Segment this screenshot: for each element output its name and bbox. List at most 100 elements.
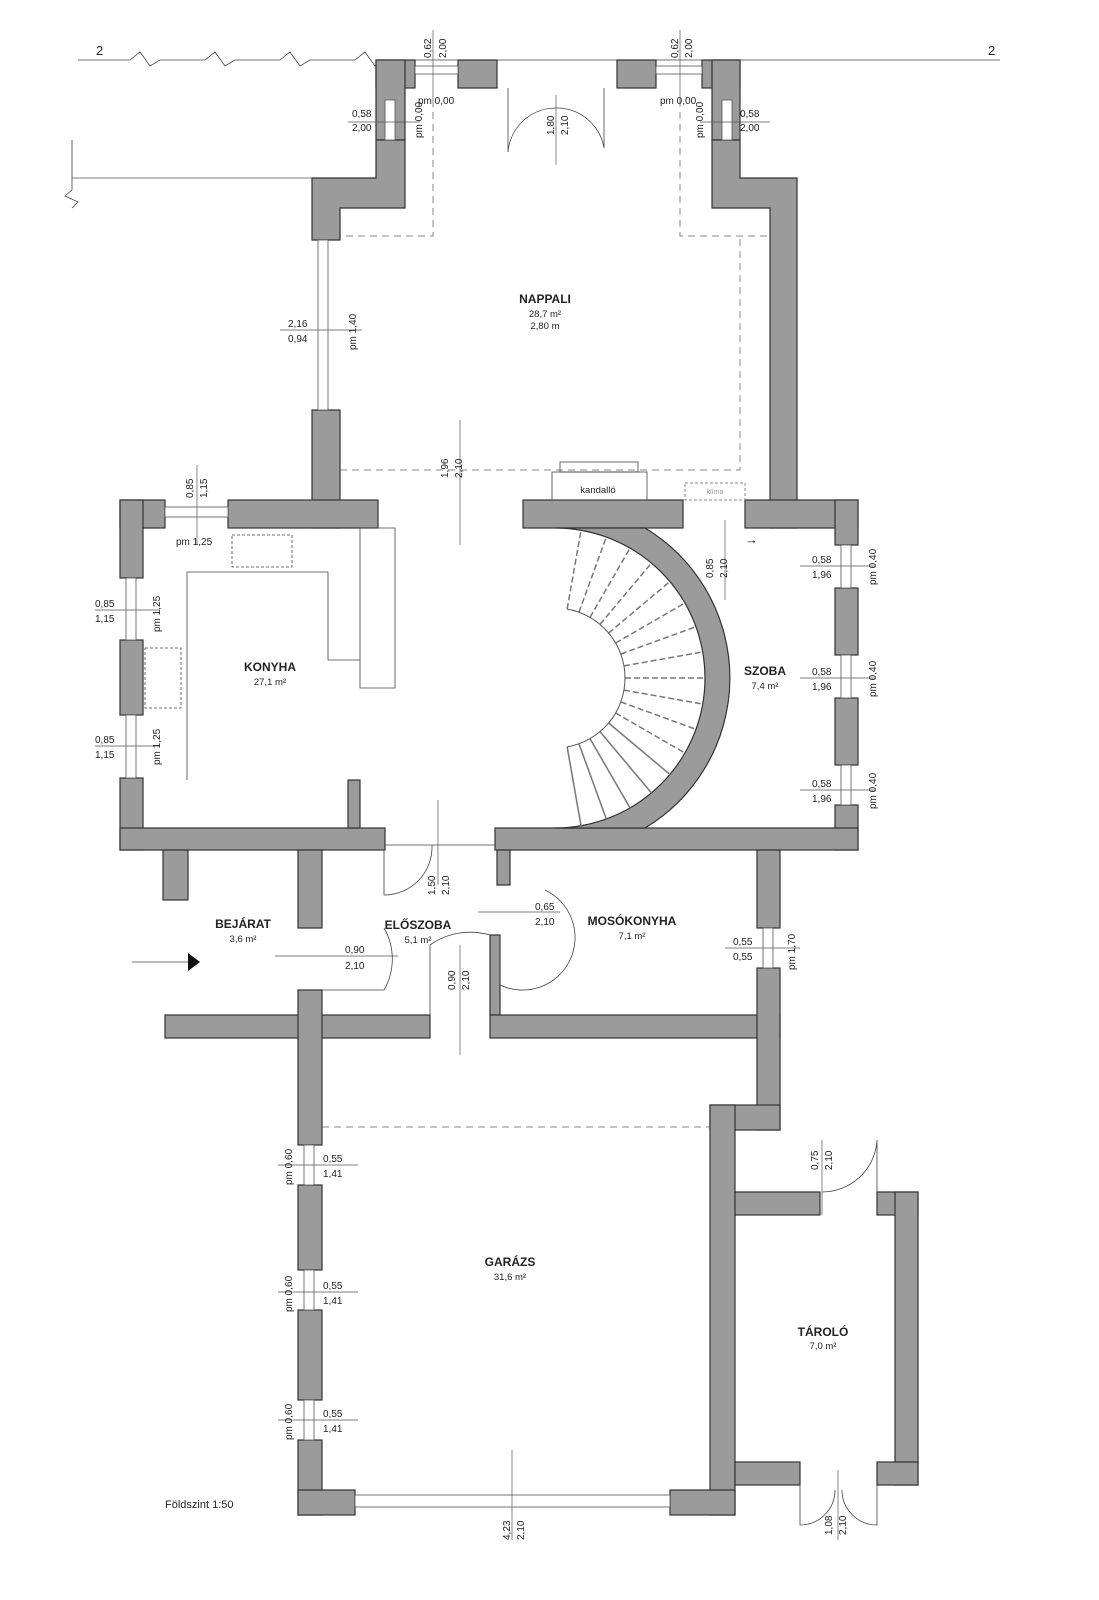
svg-text:pm 0,00: pm 0,00 bbox=[418, 96, 455, 107]
svg-text:2,16: 2,16 bbox=[288, 319, 308, 330]
svg-text:2,00: 2,00 bbox=[352, 123, 372, 134]
svg-text:pm 0,60: pm 0,60 bbox=[284, 1275, 295, 1312]
svg-text:0,75: 0,75 bbox=[810, 1150, 821, 1170]
stair-tread bbox=[608, 722, 671, 775]
dimension-lines bbox=[95, 30, 875, 1540]
svg-text:0,85: 0,85 bbox=[185, 478, 196, 498]
svg-text:2,00: 2,00 bbox=[438, 38, 449, 58]
stair-tread bbox=[608, 581, 671, 634]
svg-text:2,10: 2,10 bbox=[535, 917, 555, 928]
svg-text:NAPPALI: NAPPALI bbox=[519, 292, 571, 306]
stair-tread bbox=[623, 651, 703, 667]
svg-text:TÁROLÓ: TÁROLÓ bbox=[798, 1324, 849, 1339]
svg-text:0,62: 0,62 bbox=[670, 38, 681, 58]
svg-text:SZOBA: SZOBA bbox=[744, 664, 786, 678]
stair-tread bbox=[615, 712, 686, 754]
ac-label: klíma bbox=[707, 489, 724, 496]
svg-text:2,00: 2,00 bbox=[684, 38, 695, 58]
entrance-arrow-icon bbox=[132, 953, 200, 971]
svg-text:1,50: 1,50 bbox=[427, 875, 438, 895]
drawing-title: Földszint 1:50 bbox=[165, 1499, 233, 1511]
svg-text:31,6 m²: 31,6 m² bbox=[494, 1272, 526, 1283]
svg-text:27,1 m²: 27,1 m² bbox=[254, 677, 286, 688]
svg-text:0,55: 0,55 bbox=[733, 952, 753, 963]
svg-text:ELŐSZOBA: ELŐSZOBA bbox=[385, 917, 452, 932]
stair-tread bbox=[623, 689, 703, 705]
stair-tread bbox=[566, 530, 582, 610]
svg-text:0,65: 0,65 bbox=[535, 902, 555, 913]
room-konyha: KONYHA 27,1 m² bbox=[244, 660, 296, 688]
svg-text:pm 1,40: pm 1,40 bbox=[348, 313, 359, 350]
svg-text:pm 1,25: pm 1,25 bbox=[152, 728, 163, 765]
room-eloszoba: ELŐSZOBA 5,1 m² bbox=[385, 917, 452, 946]
svg-text:1,96: 1,96 bbox=[812, 794, 832, 805]
svg-text:2,10: 2,10 bbox=[719, 558, 730, 578]
stair-tread bbox=[589, 547, 631, 618]
stair-inner-edge bbox=[566, 608, 626, 748]
room-garazs: GARÁZS 31,6 m² bbox=[485, 1254, 536, 1283]
svg-text:pm 1,70: pm 1,70 bbox=[787, 933, 798, 970]
svg-text:pm 0,40: pm 0,40 bbox=[868, 772, 879, 809]
svg-text:MOSÓKONYHA: MOSÓKONYHA bbox=[588, 913, 677, 928]
svg-text:7,0 m²: 7,0 m² bbox=[810, 1341, 837, 1352]
svg-text:2,10: 2,10 bbox=[560, 115, 571, 135]
svg-text:0,62: 0,62 bbox=[423, 38, 434, 58]
svg-text:1,41: 1,41 bbox=[323, 1296, 343, 1307]
windows bbox=[125, 65, 852, 1508]
stair-tread bbox=[599, 562, 652, 625]
svg-text:1,41: 1,41 bbox=[323, 1169, 343, 1180]
svg-text:0,58: 0,58 bbox=[812, 667, 832, 678]
stair-tread bbox=[620, 625, 697, 655]
svg-text:2,10: 2,10 bbox=[345, 961, 365, 972]
svg-text:0,55: 0,55 bbox=[323, 1281, 343, 1292]
svg-text:pm 0,40: pm 0,40 bbox=[868, 548, 879, 585]
svg-text:0,90: 0,90 bbox=[345, 945, 365, 956]
svg-text:1,15: 1,15 bbox=[95, 750, 115, 761]
svg-text:0,58: 0,58 bbox=[812, 779, 832, 790]
svg-text:0,55: 0,55 bbox=[323, 1409, 343, 1420]
svg-text:5,1 m²: 5,1 m² bbox=[405, 935, 432, 946]
kitchen-counter bbox=[144, 527, 396, 780]
svg-text:0,58: 0,58 bbox=[740, 109, 760, 120]
svg-text:1,15: 1,15 bbox=[95, 614, 115, 625]
doors bbox=[322, 88, 878, 1526]
stair-tread bbox=[620, 701, 697, 731]
room-bejarat: BEJÁRAT 3,6 m² bbox=[215, 916, 271, 945]
room-mosokonyha: MOSÓKONYHA 7,1 m² bbox=[588, 913, 677, 942]
svg-text:GARÁZS: GARÁZS bbox=[485, 1254, 536, 1269]
svg-text:pm 0,00: pm 0,00 bbox=[414, 101, 425, 138]
section-marker-right: 2 bbox=[988, 43, 995, 58]
svg-text:pm 1,25: pm 1,25 bbox=[152, 595, 163, 632]
stair-tread bbox=[589, 738, 631, 809]
section-line bbox=[64, 51, 1000, 209]
svg-text:pm 0,00: pm 0,00 bbox=[695, 101, 706, 138]
svg-text:0,85: 0,85 bbox=[95, 735, 115, 746]
dimension-labels: 0,62 2,00 0,62 2,00 pm 0,00 pm 0,00 pm 0… bbox=[95, 38, 879, 1540]
room-tarolo: TÁROLÓ 7,0 m² bbox=[798, 1324, 849, 1352]
svg-text:pm 0,60: pm 0,60 bbox=[284, 1403, 295, 1440]
svg-text:2,80 m: 2,80 m bbox=[530, 321, 559, 332]
svg-text:4,23: 4,23 bbox=[502, 1520, 513, 1540]
svg-text:7,4 m²: 7,4 m² bbox=[752, 681, 779, 692]
stair-tread bbox=[578, 743, 608, 820]
svg-text:0,85: 0,85 bbox=[95, 599, 115, 610]
svg-text:3,6 m²: 3,6 m² bbox=[230, 934, 257, 945]
svg-text:0,94: 0,94 bbox=[288, 334, 308, 345]
room-szoba: SZOBA 7,4 m² bbox=[744, 664, 786, 692]
svg-text:pm 0,00: pm 0,00 bbox=[660, 96, 697, 107]
svg-text:2,10: 2,10 bbox=[454, 458, 465, 478]
svg-text:pm 1,25: pm 1,25 bbox=[176, 537, 213, 548]
svg-text:28,7 m²: 28,7 m² bbox=[529, 309, 561, 320]
ac-unit bbox=[684, 482, 746, 501]
svg-text:1,96: 1,96 bbox=[812, 570, 832, 581]
walls bbox=[119, 59, 919, 1516]
svg-text:1,08: 1,08 bbox=[824, 1515, 835, 1535]
svg-text:pm 0,40: pm 0,40 bbox=[868, 660, 879, 697]
svg-text:2,10: 2,10 bbox=[824, 1150, 835, 1170]
svg-text:1,15: 1,15 bbox=[199, 478, 210, 498]
stair-tread bbox=[578, 536, 608, 613]
svg-text:0,90: 0,90 bbox=[447, 970, 458, 990]
svg-text:1,96: 1,96 bbox=[440, 458, 451, 478]
svg-text:1,96: 1,96 bbox=[812, 682, 832, 693]
